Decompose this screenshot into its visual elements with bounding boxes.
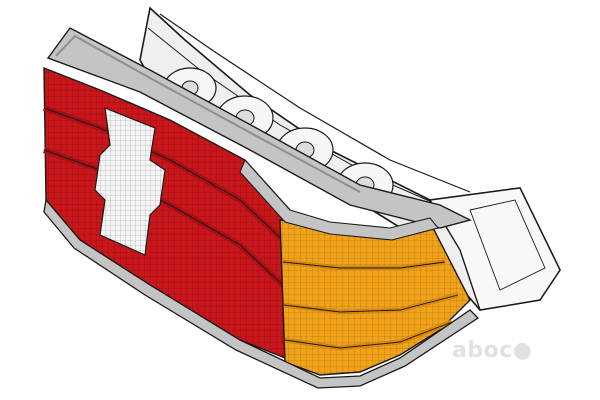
watermark-logo: aboc● — [452, 338, 533, 363]
chrome-divider-strip — [239, 158, 439, 241]
watermark-text: aboc — [452, 338, 513, 363]
chrome-top-rim — [46, 27, 472, 229]
chrome-bottom-rim — [43, 198, 480, 389]
